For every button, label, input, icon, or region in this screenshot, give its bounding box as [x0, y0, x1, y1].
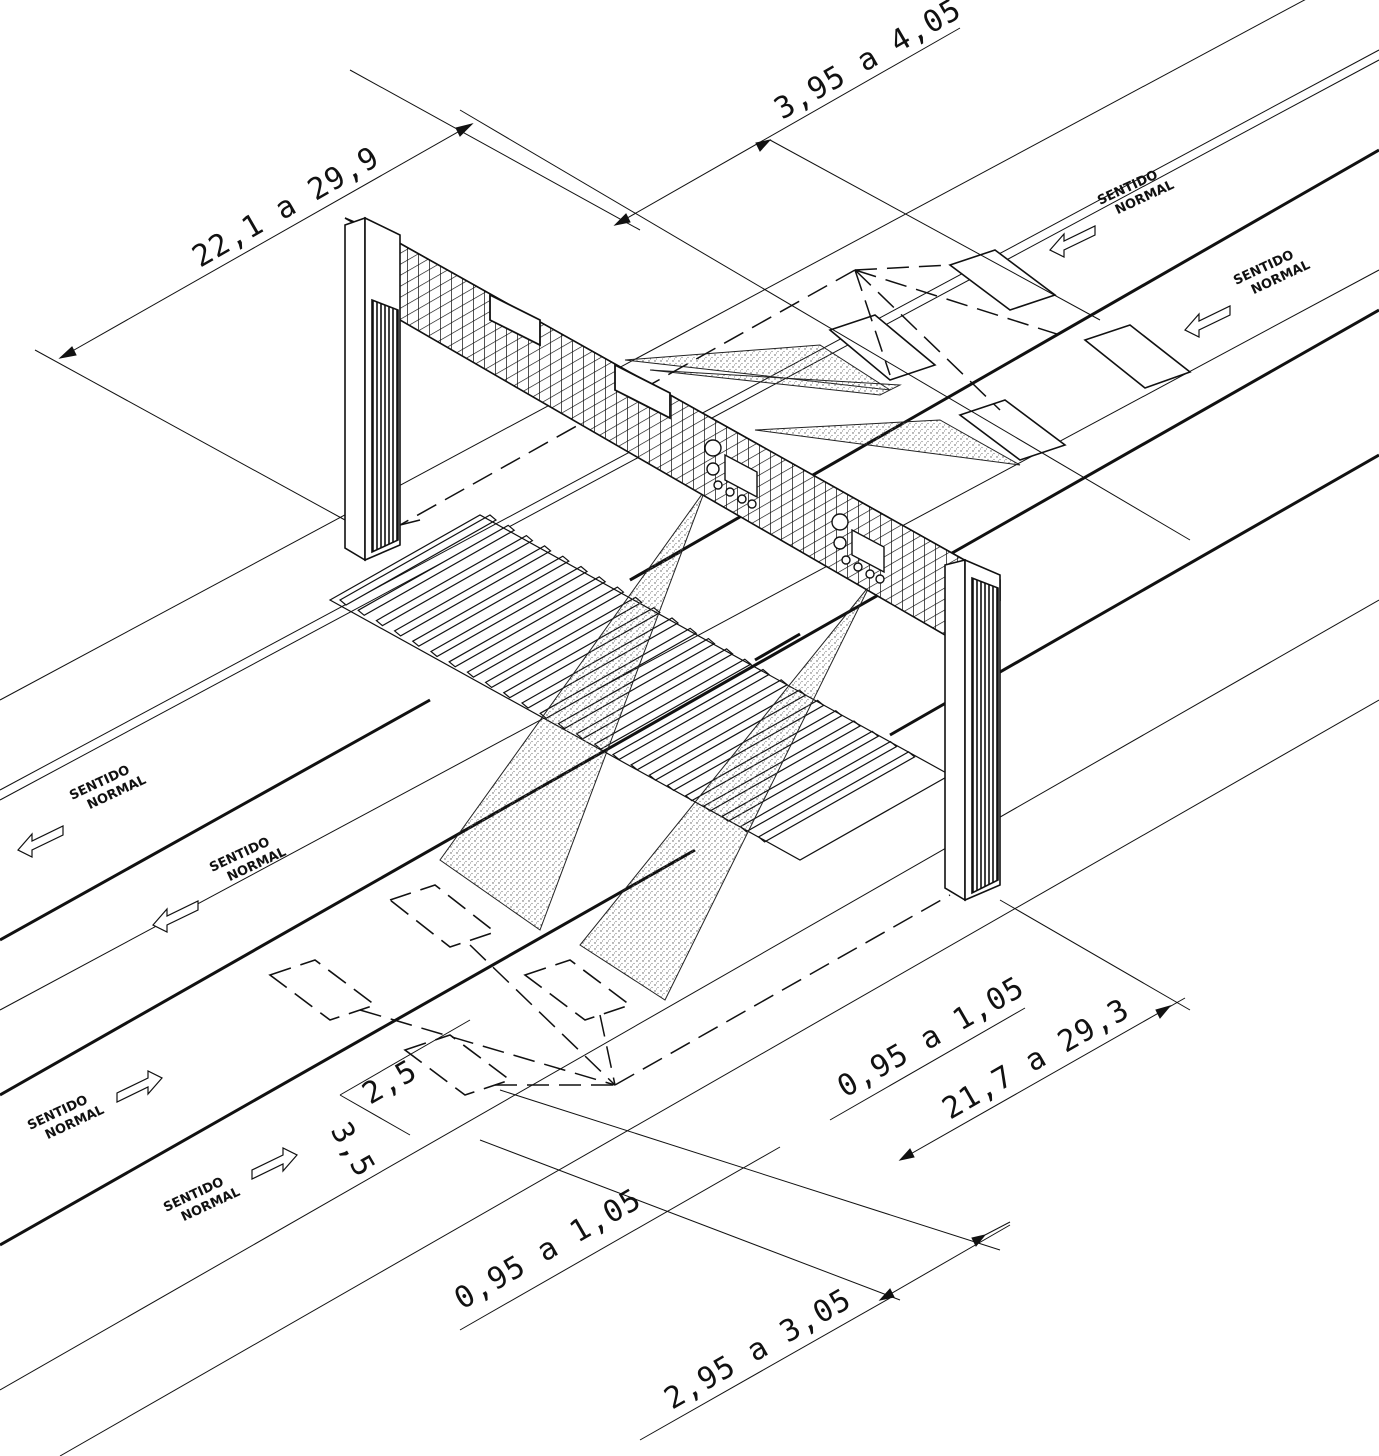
dimension-lines: [34, 27, 1191, 1441]
arrow-left-icon: [152, 900, 199, 933]
direction-label-bl1: SENTIDO NORMAL: [25, 1093, 106, 1143]
camera-unit-left: [704, 439, 758, 509]
detection-cones-upper: [624, 344, 1021, 466]
crosswalk-stripe: [429, 565, 589, 658]
crosswalk-stripe: [338, 514, 498, 606]
crosswalk-stripe: [757, 751, 916, 843]
inductive-loops-lower: [268, 884, 632, 1096]
gantry-pillar-right: [944, 558, 1001, 902]
dim-loop-length: 3,5: [323, 1117, 382, 1184]
camera-unit-right: [831, 513, 885, 584]
arrow-left-icon: [1049, 225, 1096, 258]
dim-bottom-offset: 0,95 a 1,05: [449, 1182, 648, 1317]
dim-bottom-lane: 2,95 a 3,05: [659, 1282, 858, 1417]
dim-top-lane: 3,95 a 4,05: [769, 0, 968, 127]
detection-cones-lower: [439, 489, 871, 1001]
dim-loop-width: 2,5: [357, 1053, 424, 1112]
direction-label-ml1: SENTIDO NORMAL: [67, 763, 148, 813]
crosswalk-stripe: [375, 534, 534, 627]
arrow-right-icon: [116, 1070, 163, 1103]
crosswalk-stripe: [448, 576, 607, 668]
message-signs: [489, 293, 671, 420]
crosswalk-stripe: [393, 545, 552, 637]
direction-label-ml2: SENTIDO NORMAL: [207, 835, 288, 885]
crosswalk-stripe: [411, 555, 570, 647]
arrow-left-icon: [17, 825, 64, 858]
arrow-right-icon: [251, 1147, 298, 1180]
loop-wiring: [359, 264, 1061, 1086]
crosswalk-stripes: [338, 514, 916, 843]
direction-label-tr1: SENTIDO NORMAL: [1095, 168, 1176, 218]
arrow-left-icon: [1184, 305, 1231, 338]
crosswalk-stripe: [357, 524, 516, 617]
direction-label-tr2: SENTIDO NORMAL: [1231, 248, 1312, 298]
direction-label-bl2: SENTIDO NORMAL: [161, 1175, 242, 1225]
gantry-pillar-left: [344, 216, 401, 562]
crosswalk-stripe: [466, 586, 625, 678]
direction-labels: SENTIDO NORMAL SENTIDO NORMAL SENTIDO NO…: [17, 168, 1313, 1225]
